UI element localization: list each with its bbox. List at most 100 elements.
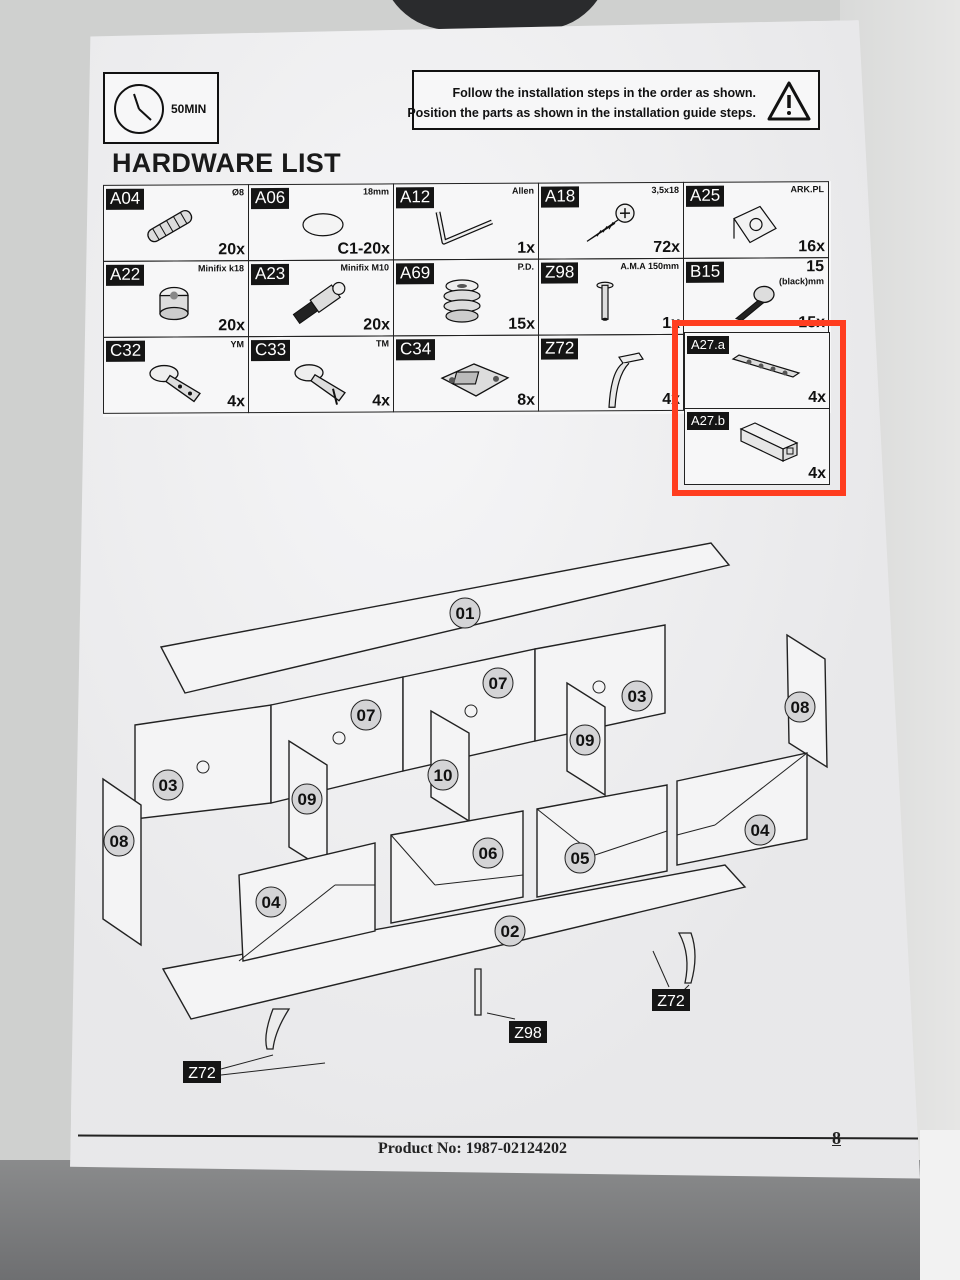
part-label-02: 02 [501,922,520,941]
part-code: B15 [686,261,725,283]
part-spec: A.M.A 150mm [620,260,679,272]
warning-box: Follow the installation steps in the ord… [407,70,820,130]
panel-01 [159,542,731,694]
part-spec: Allen [511,185,534,196]
part-quantity: 16x [798,238,825,256]
part-code: Z72 [541,338,579,360]
background-object [380,0,610,30]
part-label-04-right: 04 [751,821,770,840]
hardware-list-title: HARDWARE LIST [112,148,341,178]
leg-z72-right [677,932,696,984]
part-code: A27.b [687,412,729,430]
part-spec: 3,5x18 [651,184,679,196]
highlight-box [672,320,846,496]
hardware-item-a06: A06 18mm C1-20x [248,183,394,262]
tag-z72-right: Z72 [657,993,685,1010]
part-quantity: 8x [517,391,535,409]
part-spec: ARK.PL [790,184,825,195]
part-quantity: 4x [227,393,245,411]
part-label-09-right: 09 [576,731,595,750]
leg-z72-left [265,1008,291,1050]
background-surface [920,1130,960,1280]
mounting-plate-icon [440,363,510,397]
part-quantity: 4x [372,392,390,410]
part-label-09-left: 09 [298,790,317,809]
black-bolt-icon [734,285,775,322]
part-quantity: 15x [508,315,535,333]
part-spec: Minifix M10 [340,262,389,273]
part-code: A25 [686,185,725,207]
connector-strip-icon [731,354,801,378]
hardware-item-z98: Z98 A.M.A 150mm 1x [538,257,684,336]
part-code: A12 [396,187,435,209]
hardware-item-a27a: A27.a 4x [684,332,830,409]
part-label-08-right: 08 [791,698,810,717]
part-quantity: 1x [517,239,535,257]
part-spec: TM [376,338,389,349]
hardware-item-a04: A04 Ø8 20x [103,184,249,262]
minifix-bolt-icon [292,281,346,325]
part-code: A27.a [687,336,729,354]
part-label-05: 05 [571,849,590,868]
assembly-time-box: 50MIN [103,72,219,144]
part-code: Z98 [541,262,579,284]
hardware-item-a69: A69 P.D. 15x [393,258,539,337]
assembly-diagram: 01 02 03 03 04 04 05 06 07 07 08 08 09 0… [102,542,828,1083]
warning-text-line1: Follow the installation steps in the ord… [452,86,756,100]
tag-z72-left: Z72 [188,1065,216,1082]
page-number: 8 [832,1128,841,1148]
part-quantity: 20x [363,316,390,334]
hardware-item-z72: Z72 4x [538,333,684,412]
square-tube-icon [739,422,799,462]
part-label-06: 06 [479,844,498,863]
hardware-item-c32: C32 YM 4x [103,336,249,414]
clock-icon [114,84,164,134]
part-code: A04 [106,188,145,210]
warning-text-line2: Position the parts as shown in the insta… [407,106,756,120]
part-label-07-left: 07 [357,706,376,725]
plastic-dowel-icon [443,279,481,323]
leg-z98 [474,968,482,1016]
center-leg-icon [596,281,614,321]
part-code: A23 [251,263,290,286]
part-code: A22 [106,264,145,286]
part-label-01: 01 [456,604,475,623]
hardware-item-a25: A25 ARK.PL 16x [683,181,829,259]
hardware-item-a22: A22 Minifix k18 20x [103,260,249,338]
background-table [0,1160,960,1280]
part-label-10: 10 [434,766,453,785]
panel-08-left [102,777,142,947]
shelf-bracket-icon [733,205,777,244]
part-quantity: 20x [218,241,245,259]
panel-02 [161,864,747,1020]
hardware-item-a12: A12 Allen 1x [393,182,539,261]
hardware-grid: A04 Ø8 20x A06 18mm C1-20x A12 Allen 1x … [103,181,831,417]
panel-04-right [676,752,808,866]
hinge-icon [294,364,346,405]
part-spec: P.D. [517,261,534,272]
part-quantity: C1-20x [337,240,390,258]
part-spec: 15 [806,258,824,276]
part-label-04-left: 04 [262,893,281,912]
screw-icon [586,203,635,242]
part-quantity: 4x [808,389,826,406]
warning-icon [767,81,811,121]
part-spec: YM [230,339,245,350]
hardware-item-a18: A18 3,5x18 72x [538,181,684,260]
part-label-03-left: 03 [159,776,178,795]
part-label-03-right: 03 [628,687,647,706]
part-spec: 18mm [362,186,389,197]
allen-key-icon [435,211,493,245]
hardware-item-c33: C33 TM 4x [248,335,394,414]
minifix-cam-icon [159,286,189,321]
part-spec: Minifix k18 [197,263,244,274]
dowel-icon [147,209,193,243]
part-code: A18 [541,186,580,208]
part-code: A69 [396,263,435,285]
part-spec-unit: (black)mm [778,276,824,287]
part-quantity: 72x [653,238,680,257]
tag-z98: Z98 [514,1025,542,1042]
hinge-icon [149,364,201,403]
part-label-08-left: 08 [110,832,129,851]
part-quantity: 20x [218,317,245,335]
